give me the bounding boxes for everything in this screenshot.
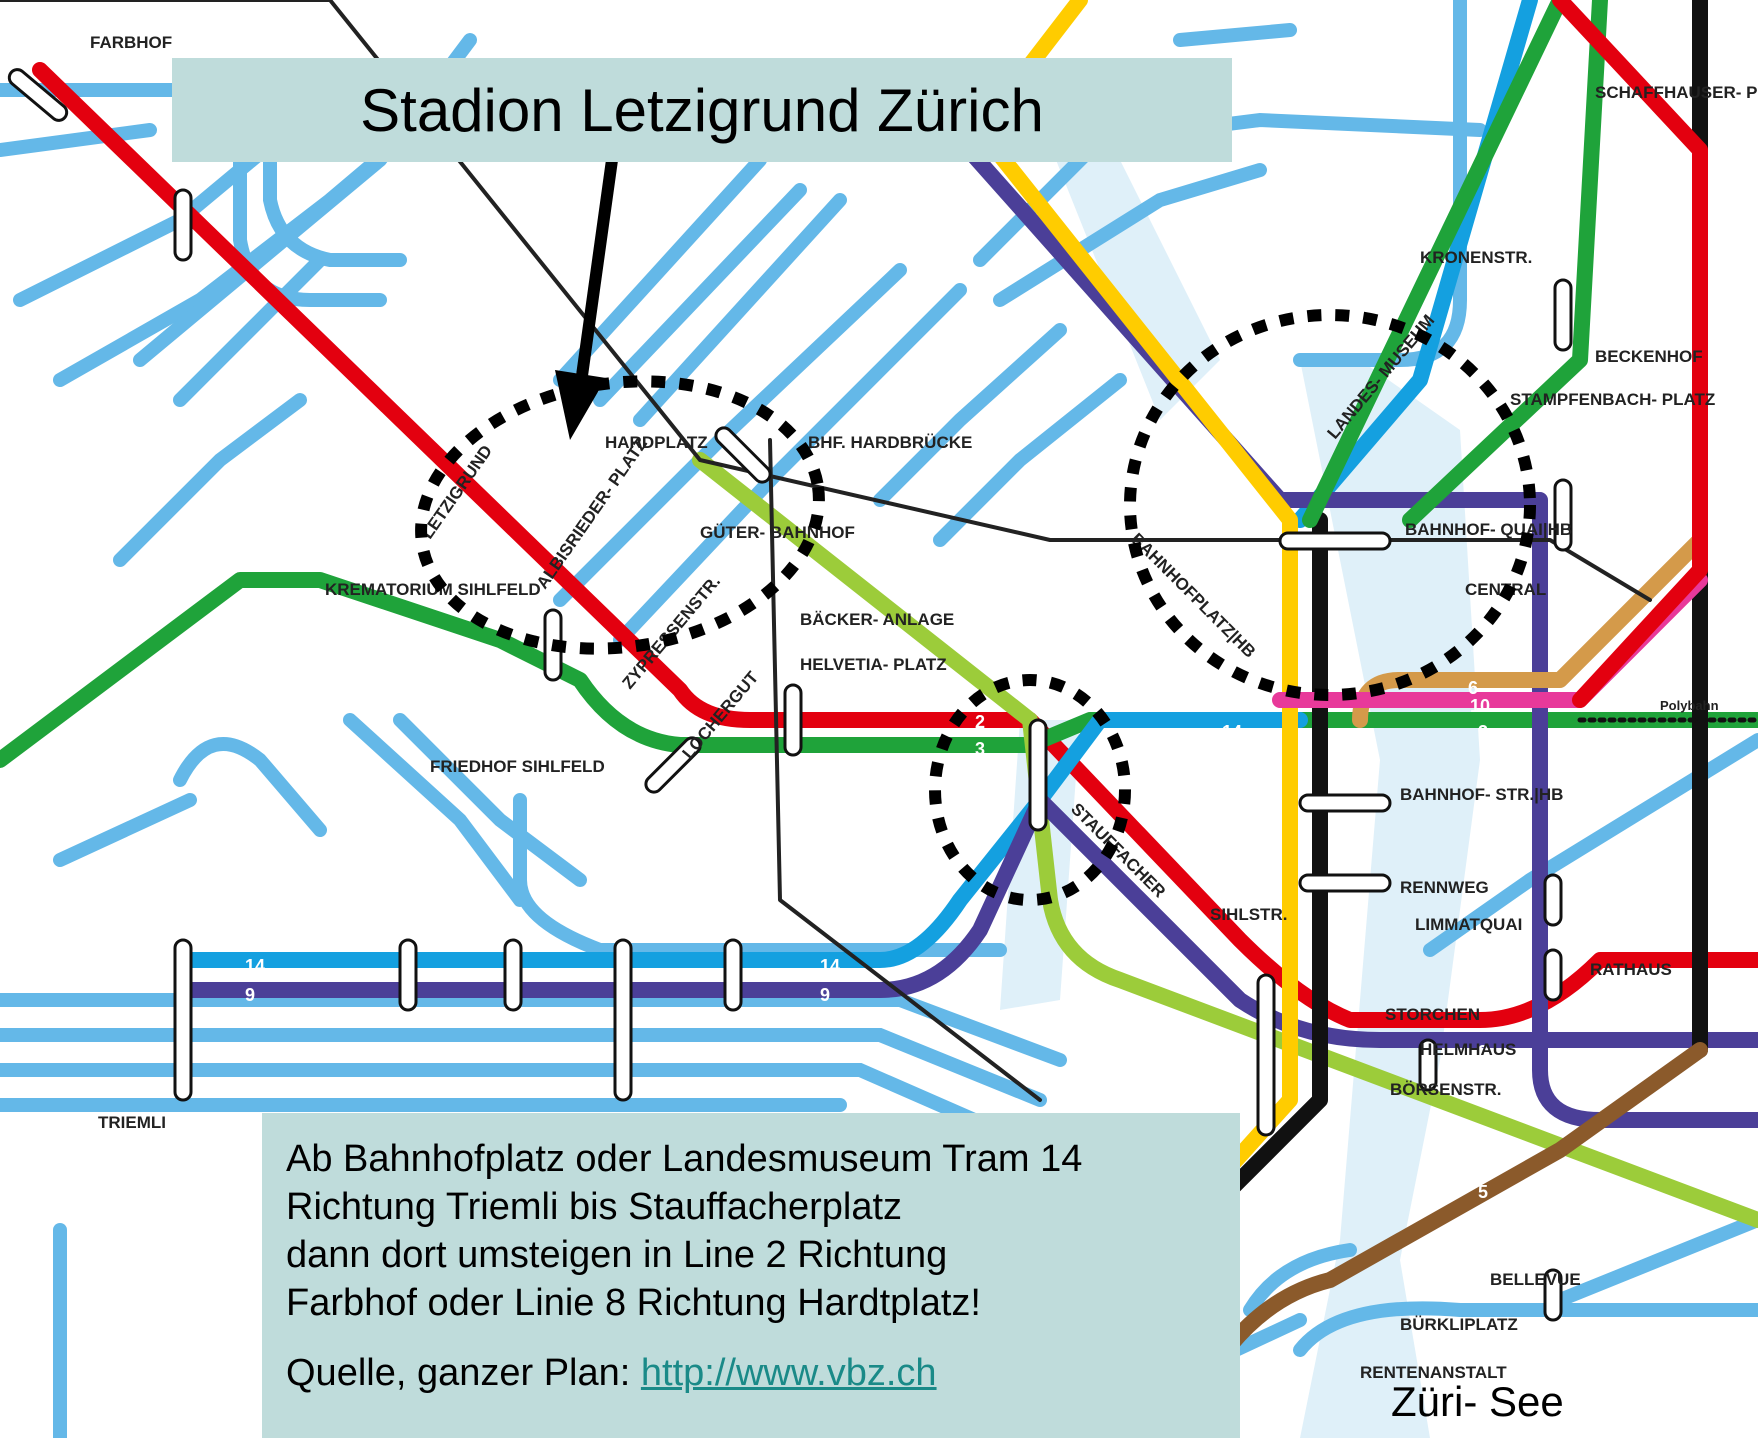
svg-text:10: 10 [1470, 696, 1490, 716]
stop-rathaus: RATHAUS [1590, 960, 1672, 979]
directions-line-4: Farbhof oder Linie 8 Richtung Hardtplatz… [286, 1282, 981, 1324]
svg-text:9: 9 [245, 985, 255, 1005]
directions-line-3: dann dort umsteigen in Line 2 Richtung [286, 1234, 948, 1276]
stop-kronenstr: KRONENSTR. [1420, 248, 1532, 267]
directions-line-1: Ab Bahnhofplatz oder Landesmuseum Tram 1… [286, 1138, 1083, 1180]
stop-baeckeranlage: BÄCKER- ANLAGE [800, 610, 954, 629]
stop-beckenhof: BECKENHOF [1595, 347, 1703, 366]
tram-line-15 [1552, 0, 1708, 708]
stop-helvetiaplatz: HELVETIA- PLATZ [800, 655, 947, 674]
highlight-bahnhofplatz [1124, 309, 1536, 701]
line-numbers: 2 3 14 10 3 6 7 9 11 5 14 9 14 9 [245, 652, 1497, 1202]
stop-rentenanstalt: RENTENANSTALT [1360, 1363, 1507, 1382]
source-label: Quelle, ganzer Plan: [286, 1352, 641, 1394]
stop-triemli: TRIEMLI [98, 1113, 166, 1132]
tram-line-7 [1212, 512, 1328, 1208]
svg-text:9: 9 [820, 985, 830, 1005]
pointer-arrow [555, 159, 618, 440]
source-link[interactable]: http://www.vbz.ch [640, 1352, 937, 1394]
stop-polybahn: Polybahn [1660, 698, 1719, 713]
tram-line-9 [182, 792, 1758, 1048]
directions-line-2: Richtung Triemli bis Stauffacherplatz [286, 1186, 903, 1228]
stop-storchen: STORCHEN [1385, 1005, 1480, 1024]
stop-sihlstr: SIHLSTR. [1210, 905, 1287, 924]
stop-helmhaus: HELMHAUS [1420, 1040, 1516, 1059]
svg-text:2: 2 [975, 712, 985, 732]
stop-friedhof-sihlfeld: FRIEDHOF SIHLFELD [430, 757, 605, 776]
svg-text:14: 14 [820, 956, 840, 976]
svg-text:5: 5 [1478, 1182, 1488, 1202]
stop-farbhof: FARBHOF [90, 33, 172, 52]
svg-text:3: 3 [1478, 722, 1488, 742]
stop-gueterbahnhof: GÜTER- BAHNHOF [700, 523, 855, 542]
stop-bahnhofquai: BAHNHOF- QUAI|HB [1405, 520, 1572, 539]
stop-krematorium: KREMATORIUM SIHLFELD [325, 580, 541, 599]
stop-schaffhauserplatz: SCHAFFHAUSER- PLATZ [1595, 83, 1758, 102]
highlight-stauffacher [929, 674, 1131, 906]
tram-network [0, 0, 1758, 1398]
title-banner: Stadion Letzigrund Zürich [172, 58, 1232, 162]
svg-text:3: 3 [975, 739, 985, 759]
stop-rennweg: RENNWEG [1400, 878, 1489, 897]
stop-stampfenbachplatz: STAMPFENBACH- PLATZ [1510, 390, 1715, 409]
tram-line-14 [182, 712, 1308, 968]
svg-text:9: 9 [1478, 1042, 1488, 1062]
stop-boersenstr: BÖRSENSTR. [1390, 1080, 1501, 1099]
svg-text:11: 11 [1478, 1134, 1497, 1154]
page-title: Stadion Letzigrund Zürich [360, 76, 1044, 144]
stop-buerkliplatz: BÜRKLIPLATZ [1400, 1315, 1518, 1334]
stop-markers [7, 68, 1573, 1322]
stop-bhf-hardbruecke: BHF. HARDBRÜCKE [808, 433, 972, 452]
stop-bahnhofstr: BAHNHOF- STR.|HB [1400, 785, 1563, 804]
lake-label: Züri- See [1391, 1378, 1564, 1425]
svg-text:6: 6 [1468, 678, 1478, 698]
stop-limmatquai: LIMMATQUAI [1415, 915, 1522, 934]
source-line: Quelle, ganzer Plan: http://www.vbz.ch [286, 1349, 1216, 1397]
svg-text:14: 14 [1222, 722, 1242, 742]
svg-text:7: 7 [1478, 652, 1488, 672]
tram-line-2 [32, 62, 1758, 1028]
stop-bellevue: BELLEVUE [1490, 1270, 1581, 1289]
tram-line-11 [1302, 0, 1568, 528]
stop-hardplatz: HARDPLATZ [605, 433, 708, 452]
svg-text:14: 14 [245, 956, 265, 976]
directions-box: Ab Bahnhofplatz oder Landesmuseum Tram 1… [262, 1113, 1240, 1438]
